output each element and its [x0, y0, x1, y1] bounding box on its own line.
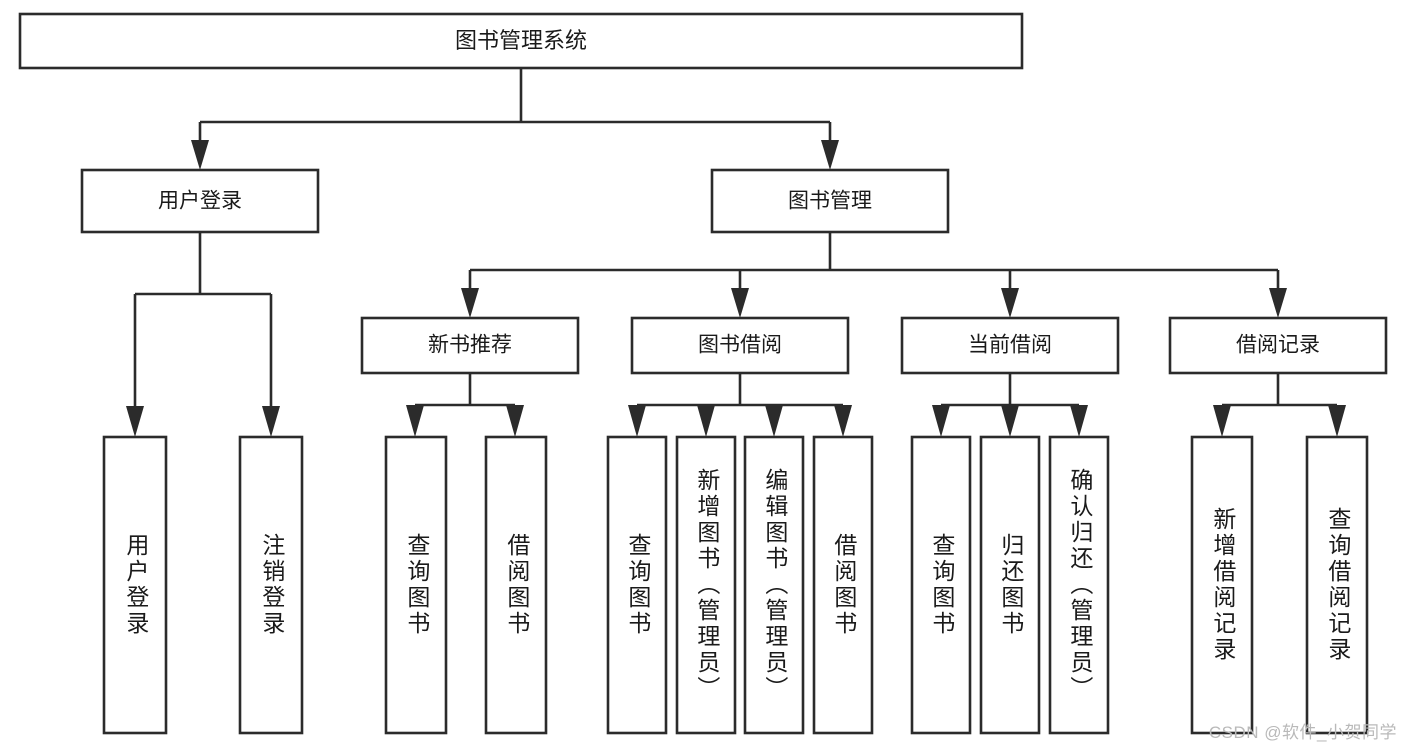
node-new-book-recommend[interactable]: 新书推荐	[360, 316, 580, 375]
connector-user-login-to-leaves	[126, 232, 280, 437]
arrow-new-book-recommend	[461, 288, 479, 318]
arrow-current-borrow	[1001, 288, 1019, 318]
leaf-box-book-borrow-0[interactable]	[606, 435, 668, 735]
node-borrow-record[interactable]: 借阅记录	[1168, 316, 1388, 375]
node-new-book-recommend-box[interactable]	[360, 316, 580, 375]
connector-book-mgmt-to-level3	[461, 232, 1287, 318]
arrow-leaf-ul-0	[126, 406, 144, 437]
arrow-borrow-record	[1269, 288, 1287, 318]
node-root-label: 图书管理系统	[455, 28, 587, 53]
node-borrow-record-label: 借阅记录	[1236, 334, 1320, 357]
node-root[interactable]: 图书管理系统	[18, 12, 1024, 70]
node-current-borrow[interactable]: 当前借阅	[900, 316, 1120, 375]
arrow-leaf-cb-1	[1001, 405, 1019, 437]
node-new-book-recommend-label: 新书推荐	[428, 334, 512, 357]
leaf-box-book-borrow-2[interactable]	[743, 435, 805, 735]
connector-book-borrow-to-leaves	[628, 373, 852, 437]
node-user-login[interactable]: 用户登录	[80, 168, 320, 234]
leaf-box-current-borrow-0[interactable]	[910, 435, 972, 735]
connector-current-borrow-to-leaves	[932, 373, 1088, 437]
node-user-login-box[interactable]	[80, 168, 320, 234]
connector-borrow-record-to-leaves	[1213, 373, 1346, 437]
arrow-leaf-nbr-0	[406, 405, 424, 437]
connector-new-book-recommend-to-leaves	[406, 373, 524, 437]
arrow-leaf-cb-0	[932, 405, 950, 437]
node-current-borrow-box[interactable]	[900, 316, 1120, 375]
arrow-leaf-br-1	[1328, 405, 1346, 437]
arrow-leaf-br-0	[1213, 405, 1231, 437]
node-book-management-label: 图书管理	[788, 190, 872, 213]
leaf-box-new-book-recommend-0[interactable]	[384, 435, 448, 735]
leaf-box-user-login-1[interactable]	[238, 435, 304, 735]
leaf-box-user-login-0[interactable]	[102, 435, 168, 735]
arrow-leaf-bb-2	[765, 405, 783, 437]
node-book-borrow[interactable]: 图书借阅	[630, 316, 850, 375]
arrow-leaf-nbr-1	[506, 405, 524, 437]
connector-root-to-level2	[191, 68, 839, 170]
leaf-box-current-borrow-1[interactable]	[979, 435, 1041, 735]
arrow-leaf-bb-1	[697, 405, 715, 437]
leaf-box-borrow-record-0[interactable]	[1190, 435, 1254, 735]
arrow-leaf-cb-2	[1070, 405, 1088, 437]
node-borrow-record-box[interactable]	[1168, 316, 1388, 375]
leaf-box-new-book-recommend-1[interactable]	[484, 435, 548, 735]
node-book-borrow-label: 图书借阅	[698, 334, 782, 357]
arrow-user-login	[191, 140, 209, 170]
node-book-management-box[interactable]	[710, 168, 950, 234]
arrow-leaf-bb-0	[628, 405, 646, 437]
leaf-box-book-borrow-3[interactable]	[812, 435, 874, 735]
node-book-management[interactable]: 图书管理	[710, 168, 950, 234]
arrow-book-mgmt	[821, 140, 839, 170]
node-root-box[interactable]	[18, 12, 1024, 70]
leaf-box-borrow-record-1[interactable]	[1305, 435, 1369, 735]
node-user-login-label: 用户登录	[158, 190, 242, 213]
leaf-box-book-borrow-1[interactable]	[675, 435, 737, 735]
leaf-box-current-borrow-2[interactable]	[1048, 435, 1110, 735]
arrow-leaf-ul-1	[262, 406, 280, 437]
node-current-borrow-label: 当前借阅	[968, 334, 1052, 357]
node-book-borrow-box[interactable]	[630, 316, 850, 375]
arrow-book-borrow	[731, 288, 749, 318]
csdn-watermark: CSDN @软件_小贺同学	[1208, 723, 1397, 742]
arrow-leaf-bb-3	[834, 405, 852, 437]
